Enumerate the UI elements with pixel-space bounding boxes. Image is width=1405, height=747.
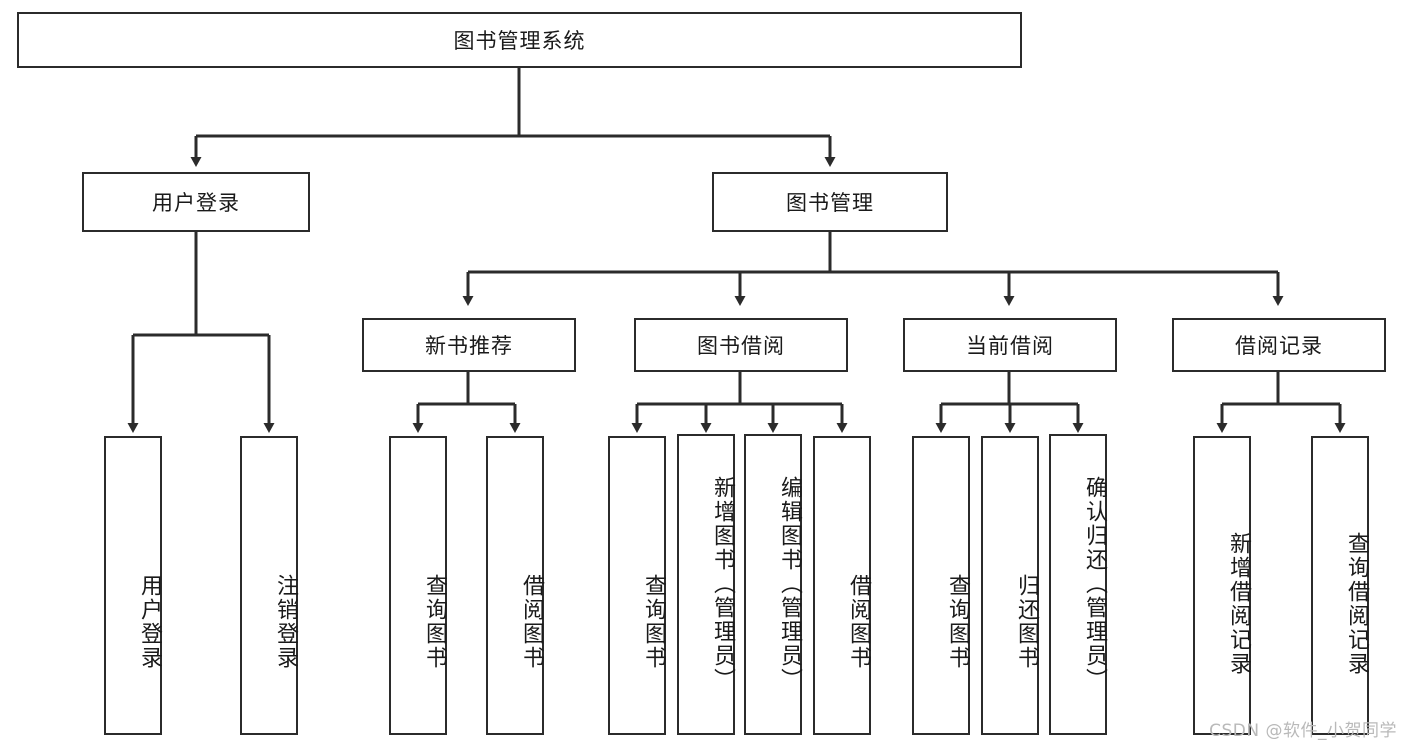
node-label: 新书推荐 [425, 334, 513, 358]
node-label: 新增借阅记录 [1226, 531, 1251, 676]
node-label: 图书借阅 [697, 334, 785, 358]
leaf-current-borrow-confirm-return-admin[interactable]: 确认归还（管理员） [1049, 434, 1107, 735]
node-label: 查询图书 [641, 573, 666, 670]
node-new-book-recommend[interactable]: 新书推荐 [362, 318, 576, 372]
leaf-book-borrow-borrow-book[interactable]: 借阅图书 [813, 436, 871, 735]
leaf-new-book-query-book[interactable]: 查询图书 [389, 436, 447, 735]
leaf-current-borrow-return-book[interactable]: 归还图书 [981, 436, 1039, 735]
node-label: 借阅图书 [846, 573, 871, 670]
node-label: 图书管理 [786, 191, 874, 215]
node-label: 图书管理系统 [453, 29, 586, 53]
node-book-management[interactable]: 图书管理 [712, 172, 948, 232]
node-label: 查询借阅记录 [1344, 531, 1369, 676]
csdn-watermark: CSDN @软件_小贺同学 [1209, 721, 1397, 741]
node-label: 查询图书 [422, 573, 447, 670]
node-label: 注销登录 [273, 573, 298, 670]
node-book-borrow[interactable]: 图书借阅 [634, 318, 848, 372]
node-root-book-management-system[interactable]: 图书管理系统 [17, 12, 1022, 68]
node-label: 编辑图书（管理员） [777, 475, 802, 692]
node-user-login[interactable]: 用户登录 [82, 172, 310, 232]
leaf-book-borrow-query-book[interactable]: 查询图书 [608, 436, 666, 735]
leaf-user-login-logout[interactable]: 注销登录 [240, 436, 298, 735]
node-current-borrow[interactable]: 当前借阅 [903, 318, 1117, 372]
leaf-book-borrow-edit-book-admin[interactable]: 编辑图书（管理员） [744, 434, 802, 735]
leaf-book-borrow-add-book-admin[interactable]: 新增图书（管理员） [677, 434, 735, 735]
leaf-borrow-record-query-record[interactable]: 查询借阅记录 [1311, 436, 1369, 735]
leaf-user-login-login[interactable]: 用户登录 [104, 436, 162, 735]
node-label: 用户登录 [137, 573, 162, 670]
node-label: 当前借阅 [966, 334, 1054, 358]
node-label: 归还图书 [1014, 573, 1039, 670]
leaf-new-book-borrow-book[interactable]: 借阅图书 [486, 436, 544, 735]
node-label: 借阅图书 [519, 573, 544, 670]
leaf-current-borrow-query-book[interactable]: 查询图书 [912, 436, 970, 735]
node-label: 用户登录 [152, 191, 240, 215]
node-label: 新增图书（管理员） [710, 475, 735, 692]
node-label: 查询图书 [945, 573, 970, 670]
node-label: 借阅记录 [1235, 334, 1323, 358]
node-label: 确认归还（管理员） [1082, 475, 1107, 692]
node-borrow-record[interactable]: 借阅记录 [1172, 318, 1386, 372]
leaf-borrow-record-add-record[interactable]: 新增借阅记录 [1193, 436, 1251, 735]
